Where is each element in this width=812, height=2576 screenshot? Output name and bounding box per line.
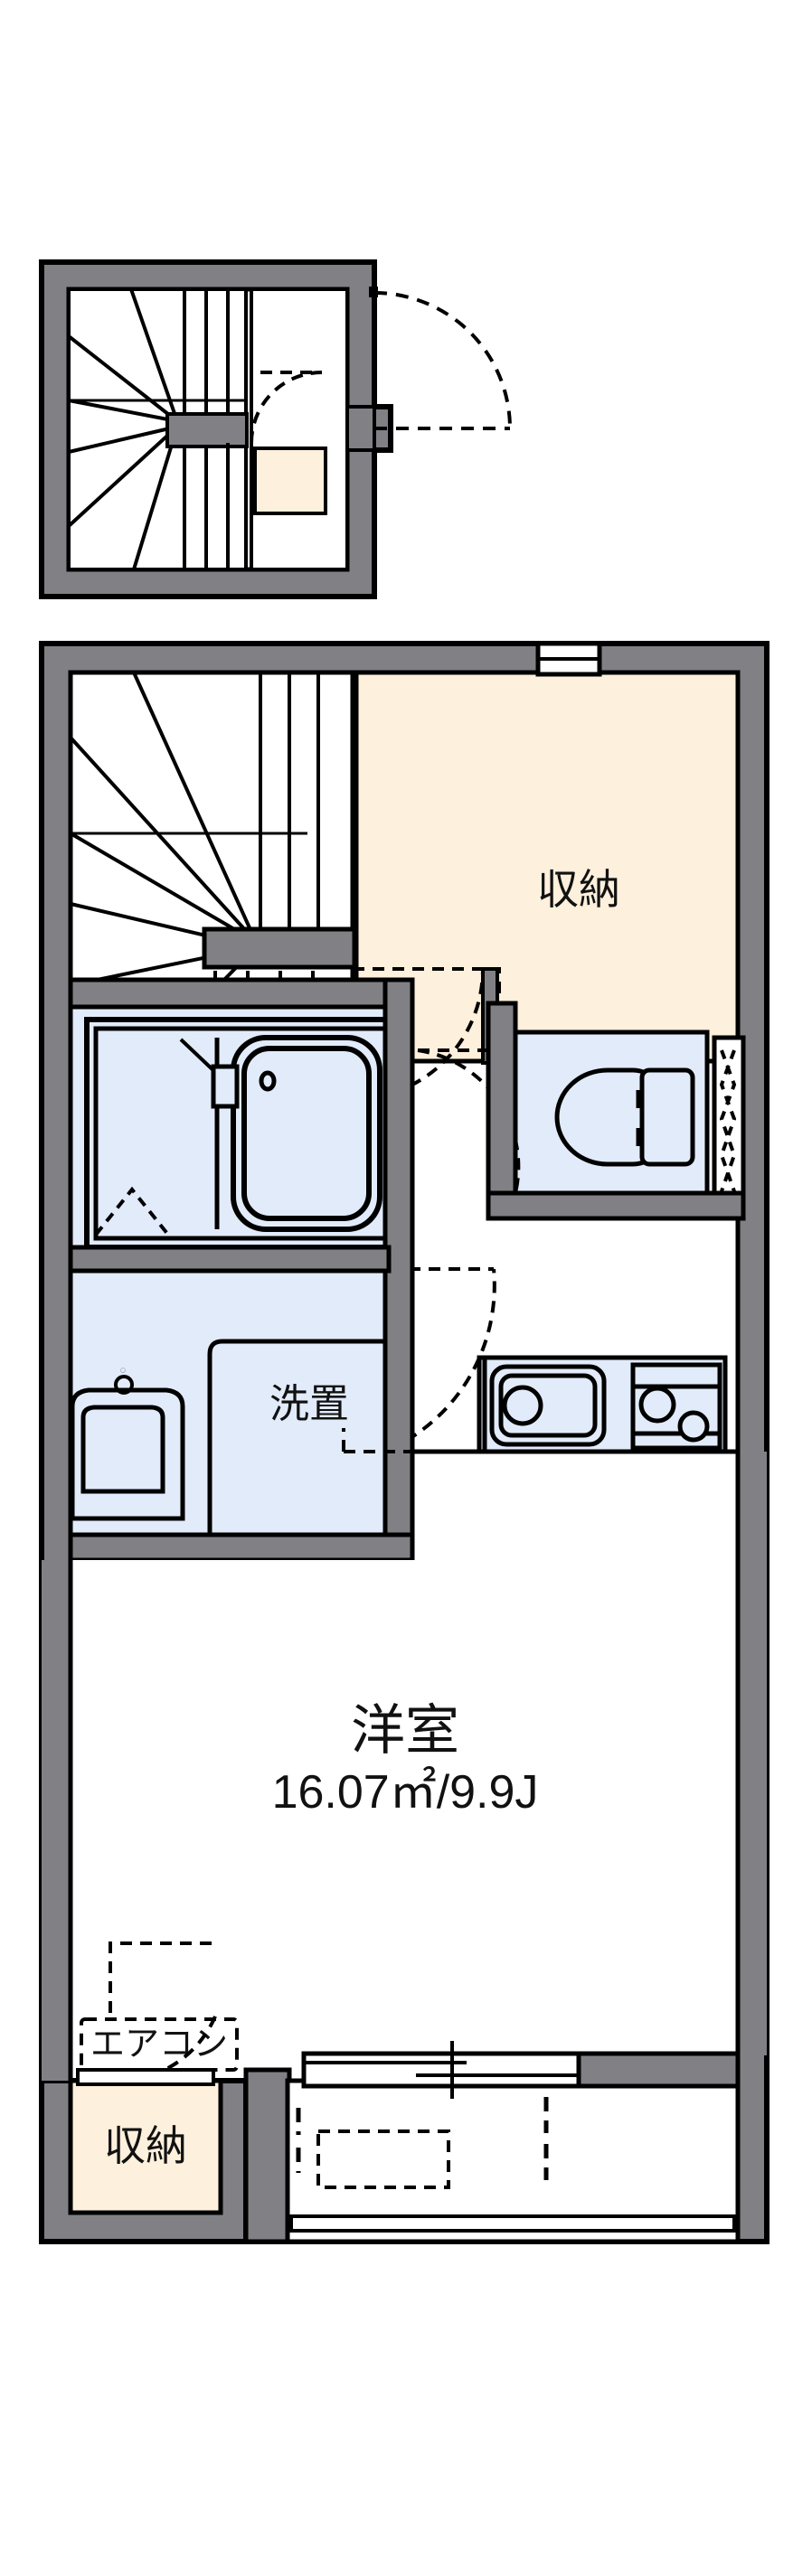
inset-inner-door: [250, 371, 323, 444]
bath-faucet: [211, 1064, 240, 1109]
window-toilet: [712, 1035, 746, 1207]
room-area-label: 16.07㎡/9.9J: [272, 1765, 539, 1819]
aircon-label: エアコン: [90, 2026, 228, 2064]
room-name-label: 洋室: [351, 1700, 459, 1761]
kitchen-floor-dash: [342, 1428, 479, 1453]
bathtub-fixture: [231, 1035, 382, 1232]
room-toilet: [417, 1029, 746, 1219]
room-balcony: [285, 2041, 741, 2244]
wall-balcony-right: [576, 2051, 741, 2089]
inset-entrance-door: [373, 291, 512, 430]
inset-staircase: [67, 287, 249, 571]
door-washroom: [388, 1267, 496, 1452]
room-living: 洋室 16.07㎡/9.9J: [71, 1560, 738, 2046]
washer-label: 洗置: [269, 1382, 349, 1426]
wall-toilet-bottom: [486, 1190, 746, 1221]
kitchen-counter: [477, 1355, 728, 1454]
stair-landing: [202, 926, 357, 970]
closet-top-label: 収納: [537, 866, 620, 913]
balcony-rail: [289, 2214, 736, 2233]
inset-stair-landing: [165, 412, 249, 448]
wall-bath-bottom: [68, 1245, 392, 1274]
room-closet-bottom: 収納: [39, 2068, 249, 2244]
washer-space: 洗置: [207, 1339, 397, 1548]
door-bathroom: [94, 1186, 170, 1236]
inset-entry-step: [253, 447, 327, 515]
washbasin-drain: [114, 1375, 134, 1395]
bath-drain: [259, 1070, 277, 1092]
wall-closet-balcony: [243, 2067, 292, 2244]
ac-outdoor-unit: [316, 2129, 450, 2189]
closet-bottom-threshold: [76, 2068, 215, 2086]
room-closet-top: 収納: [354, 670, 741, 1064]
inset-entry-hall: [250, 287, 376, 571]
wall-bath-top: [68, 977, 415, 1010]
aircon-annotation: エアコン: [80, 1941, 239, 2083]
wall-living-right: [738, 1452, 767, 2055]
washbasin-fixture: [70, 1368, 185, 1521]
room-bathroom: [68, 1001, 415, 1274]
entrance-stair-inset: [39, 259, 512, 599]
kitchen-sink-fixture: [489, 1364, 607, 1447]
closet-bottom-label: 収納: [104, 2122, 187, 2169]
wall-living-left: [42, 1560, 71, 2081]
toilet-bowl-fixture: [554, 1067, 695, 1167]
main-floor-plan: 収納: [39, 641, 770, 2244]
gas-stove-fixture: [630, 1362, 722, 1451]
wall-toilet-left: [486, 1001, 518, 1221]
window-closet-top: [535, 641, 602, 677]
wall-washroom-bottom: [68, 1532, 415, 1563]
